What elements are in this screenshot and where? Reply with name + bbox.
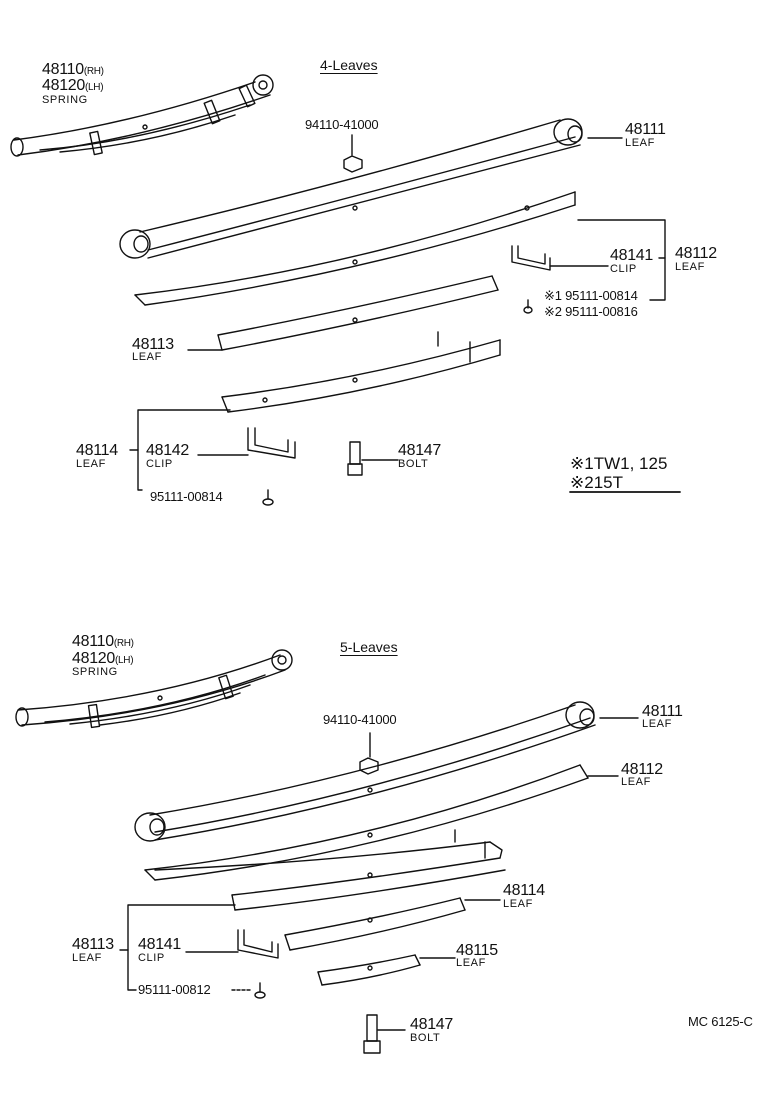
- label-leaf1-pn: 48111: [625, 121, 666, 138]
- label-leaf5-pn: 48115: [456, 942, 498, 959]
- label-rivet1: ※1 95111-00814: [544, 288, 638, 303]
- label-leaf2-pn: 48112: [675, 245, 717, 262]
- label-leaf3-name: LEAF: [132, 351, 162, 363]
- label-leaf1-name: LEAF: [625, 137, 655, 149]
- note-2: ※215T: [570, 473, 623, 492]
- label-leaf4-pn: 48114: [76, 442, 118, 459]
- label-leaf1-name: LEAF: [642, 718, 672, 730]
- nut-icon: [343, 134, 363, 173]
- label-leaf3-name: LEAF: [72, 952, 102, 964]
- leaf-48114-shape: [284, 897, 501, 951]
- label-leaf4-name: LEAF: [76, 458, 106, 470]
- label-leaf2-pn: 48112: [621, 761, 663, 778]
- spring-assembly-icon: [10, 74, 274, 157]
- label-leaf3-pn: 48113: [132, 336, 174, 353]
- clip-48141-icon: [511, 245, 666, 271]
- leaf-48111-shape: [119, 118, 623, 259]
- label-spring-name: SPRING: [42, 94, 88, 106]
- label-leaf1-pn: 48111: [642, 703, 683, 720]
- clip-48142-icon: [197, 427, 296, 459]
- label-clip-pn: 48141: [138, 936, 181, 953]
- leaf-48112-shape: [144, 764, 619, 881]
- diagram-code: MC 6125-C: [688, 1014, 753, 1029]
- leaf-48115-shape: [317, 954, 456, 986]
- label-rivet3: 95111-00814: [150, 489, 223, 504]
- label-leaf4-name: LEAF: [503, 898, 533, 910]
- clip-48141-icon: [185, 929, 279, 959]
- leaf-48113-shape: [119, 829, 506, 991]
- label-leaf2-name: LEAF: [621, 776, 651, 788]
- bolt-icon: [363, 1014, 406, 1054]
- label-leaf4-pn: 48114: [503, 882, 545, 899]
- label-rivet: 95111-00812: [138, 982, 211, 997]
- label-bolt-name: BOLT: [410, 1032, 441, 1044]
- leaf-48111-shape: [134, 701, 639, 842]
- label-rivet2: ※2 95111-00816: [544, 304, 638, 319]
- label-leaf5-name: LEAF: [456, 957, 486, 969]
- label-spring-lh: 48120(LH): [42, 77, 104, 94]
- rivet-icon: [523, 299, 533, 314]
- bolt-icon: [347, 441, 399, 476]
- spring-assembly-icon: [15, 649, 293, 729]
- label-spring-name: SPRING: [72, 666, 118, 678]
- rivet-icon: [231, 982, 266, 999]
- rivet-icon: [262, 489, 274, 506]
- label-clip1-name: CLIP: [610, 263, 637, 275]
- label-spring-lh: 48120(LH): [72, 650, 134, 667]
- label-nut: 94110-41000: [323, 712, 397, 727]
- label-bolt-name: BOLT: [398, 458, 429, 470]
- label-bolt-pn: 48147: [398, 442, 441, 459]
- label-bolt-pn: 48147: [410, 1016, 453, 1033]
- label-leaf2-name: LEAF: [675, 261, 705, 273]
- label-clip-name: CLIP: [138, 952, 165, 964]
- leaf-48113-shape: [187, 275, 499, 351]
- title-4-leaves: 4-Leaves: [320, 57, 378, 73]
- label-nut: 94110-41000: [305, 117, 379, 132]
- label-clip2-pn: 48142: [146, 442, 189, 459]
- note-1: ※1TW1, 125: [570, 454, 668, 473]
- label-clip1-pn: 48141: [610, 247, 653, 264]
- leaf-48112-shape: [134, 191, 666, 306]
- label-spring-rh: 48110(RH): [42, 61, 104, 78]
- label-clip2-name: CLIP: [146, 458, 173, 470]
- label-spring-rh: 48110(RH): [72, 633, 134, 650]
- title-5-leaves: 5-Leaves: [340, 639, 398, 655]
- leaf-48114-shape: [129, 331, 501, 491]
- label-leaf3-pn: 48113: [72, 936, 114, 953]
